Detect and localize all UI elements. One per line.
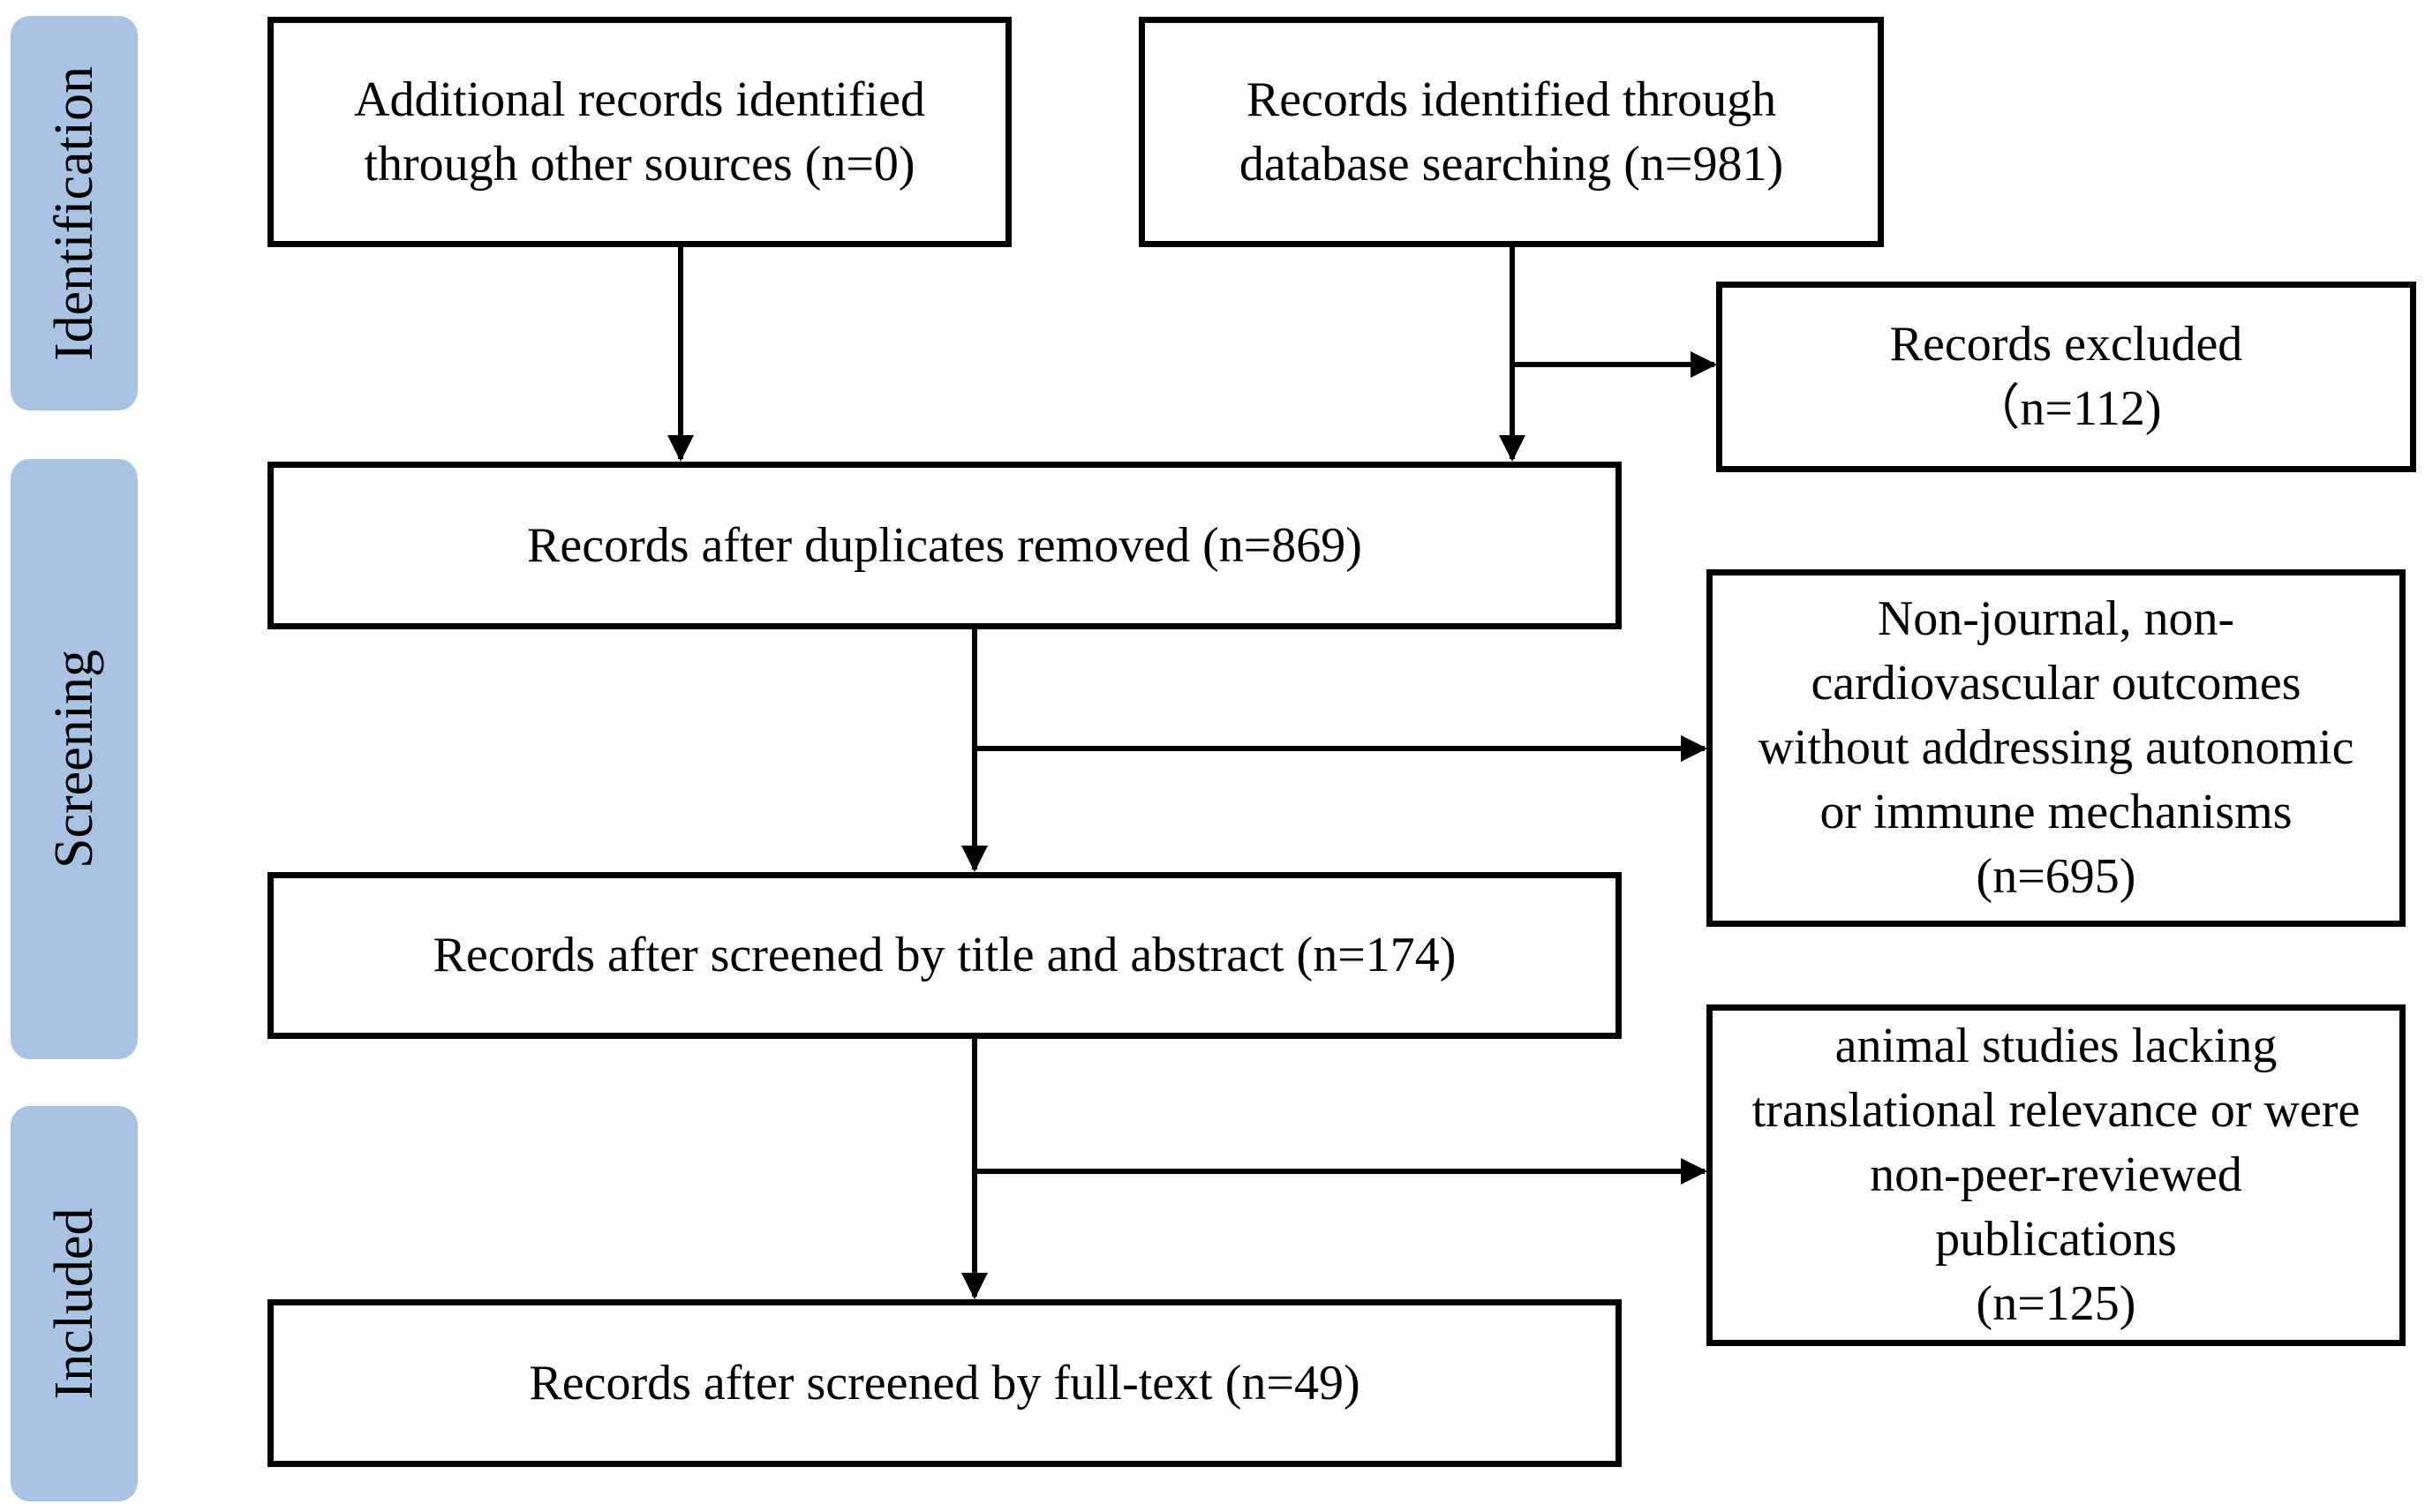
box-exclusion-fulltext: animal studies lacking translational rel… [1706,1004,2406,1346]
box-records-excluded-text: Records excluded （n=112) [1889,317,2243,436]
phase-screening: Screening [11,459,138,1059]
box-database-search: Records identified through database sear… [1139,17,1884,247]
box-exclusion-title-abstract-text: Non-journal, non- cardiovascular outcome… [1758,591,2354,904]
box-fulltext: Records after screened by full-text (n=4… [267,1299,1622,1467]
phase-included: Included [11,1106,138,1501]
box-database-search-text: Records identified through database sear… [1239,71,1784,192]
box-duplicates-removed-text: Records after duplicates removed (n=869) [527,517,1362,573]
box-fulltext-text: Records after screened by full-text (n=4… [529,1355,1360,1410]
box-duplicates-removed: Records after duplicates removed (n=869) [267,462,1622,629]
box-exclusion-fulltext-text: animal studies lacking translational rel… [1751,1019,2361,1331]
box-exclusion-title-abstract: Non-journal, non- cardiovascular outcome… [1706,569,2406,927]
box-title-abstract: Records after screened by title and abst… [267,872,1622,1039]
box-other-sources-text: Additional records identified through ot… [354,71,925,192]
box-other-sources: Additional records identified through ot… [267,17,1012,247]
box-title-abstract-text: Records after screened by title and abst… [433,928,1457,982]
phase-identification: Identification [11,16,138,410]
box-records-excluded: Records excluded （n=112) [1716,282,2416,472]
